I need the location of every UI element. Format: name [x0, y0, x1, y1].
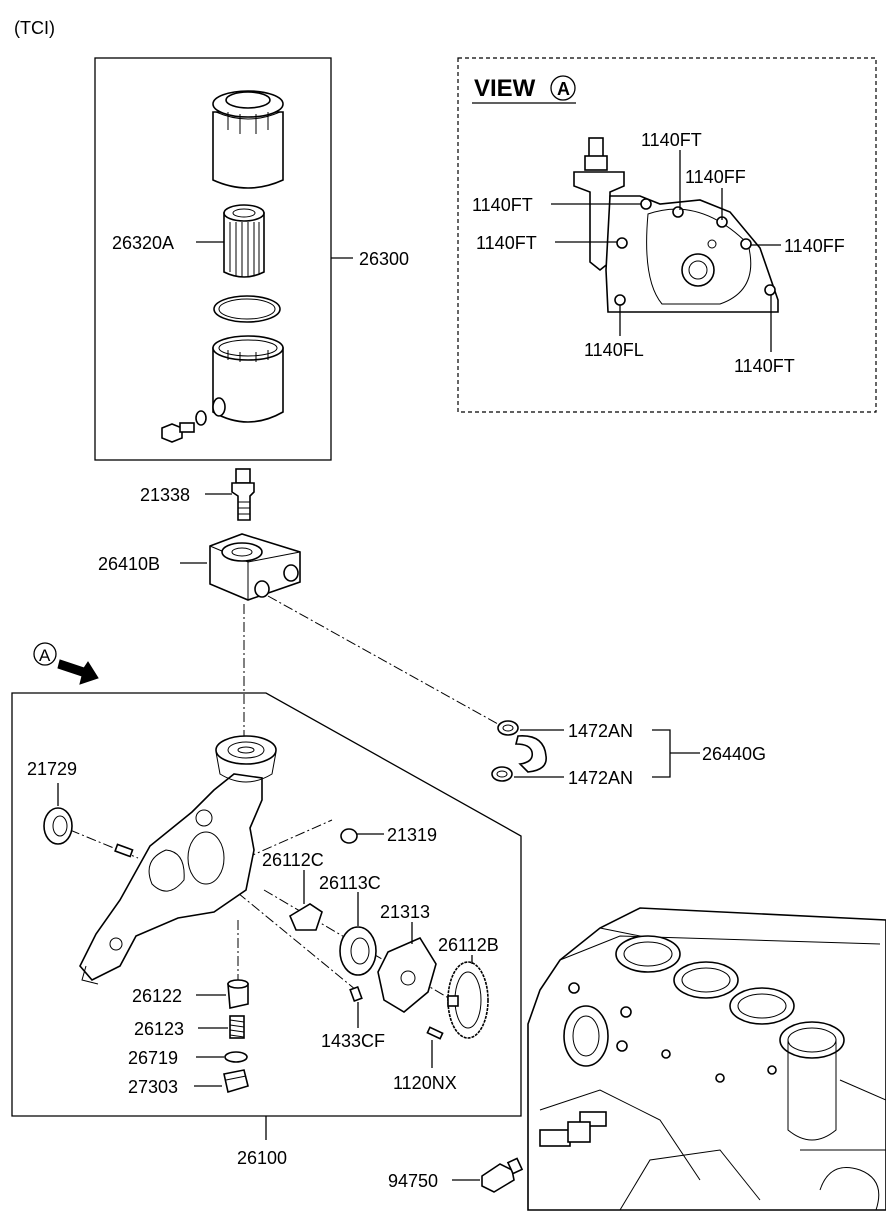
- view-a-arrow: A: [33, 642, 99, 685]
- label-1140FT-top: 1140FT: [641, 130, 702, 150]
- front-cover-drawing: [573, 137, 779, 313]
- view-a-panel: VIEW A 1140FT 1140FF 1140FT: [457, 57, 877, 413]
- label-1140FT-bottom: 1140FT: [734, 356, 795, 376]
- label-27303: 27303: [128, 1077, 178, 1097]
- label-26112B: 26112B: [438, 935, 499, 955]
- label-1433CF: 1433CF: [321, 1031, 385, 1051]
- label-1140FF-right: 1140FF: [784, 236, 845, 256]
- filter-cap: [212, 90, 284, 189]
- label-26123: 26123: [134, 1019, 184, 1039]
- filter-oring: [213, 295, 281, 323]
- oil-filter-box: [94, 57, 332, 461]
- rotor-26112C: 26112C: [262, 850, 324, 931]
- label-21338: 21338: [140, 485, 190, 505]
- label-94750: 94750: [388, 1171, 438, 1191]
- seal-21729: 21729: [27, 759, 134, 858]
- label-1140FT-left1: 1140FT: [472, 195, 533, 215]
- oil-pump-box: [11, 692, 522, 1117]
- label-1472AN-top: 1472AN: [568, 721, 633, 741]
- oring-21319: [340, 828, 358, 844]
- oil-cooler-26410B: 26410B: [98, 533, 301, 601]
- rotor-26113C: 26113C: [319, 873, 381, 976]
- label-1120NX: 1120NX: [393, 1073, 457, 1093]
- drain-bolt: [161, 410, 207, 443]
- view-a-arrow-marker: A: [39, 646, 51, 665]
- label-26112C: 26112C: [262, 850, 324, 870]
- label-21729: 21729: [27, 759, 77, 779]
- oil-filter-group: 26320A 26300: [94, 57, 409, 461]
- label-26410B: 26410B: [98, 554, 160, 574]
- view-a-box: [457, 57, 877, 413]
- filter-element: [223, 204, 265, 278]
- label-26320A: 26320A: [112, 233, 174, 253]
- view-a-title: VIEW: [474, 75, 536, 102]
- label-1140FL: 1140FL: [584, 340, 644, 360]
- gear-26112B: 26112B: [438, 935, 499, 1039]
- view-a-marker-circle: [550, 75, 576, 101]
- pin-1433CF: [349, 985, 363, 1003]
- label-26300: 26300: [359, 249, 409, 269]
- bolt-1120NX: [426, 1026, 444, 1040]
- oil-pump-body: [79, 735, 277, 985]
- cover-21313: 21313: [377, 902, 437, 1013]
- label-26113C: 26113C: [319, 873, 381, 893]
- view-a-marker: A: [557, 79, 570, 99]
- label-1140FF-top: 1140FF: [685, 167, 746, 187]
- filter-housing: [212, 335, 284, 423]
- label-26719: 26719: [128, 1048, 178, 1068]
- label-26122: 26122: [132, 986, 182, 1006]
- label-1140FT-left2: 1140FT: [476, 233, 537, 253]
- label-21319: 21319: [387, 825, 437, 845]
- fitting-21338: 21338: [140, 468, 255, 521]
- label-26440G: 26440G: [702, 744, 766, 764]
- label-26100: 26100: [237, 1148, 287, 1168]
- label-21313: 21313: [380, 902, 430, 922]
- label-1472AN-bottom: 1472AN: [568, 768, 633, 788]
- sensor-94750: 94750: [388, 1157, 524, 1193]
- hose-group: 1472AN 1472AN 26440G: [491, 720, 766, 788]
- variant-label: (TCI): [14, 18, 55, 38]
- relief-valve-stack: 26122 26123 26719 27303: [128, 979, 249, 1097]
- engine-block: [527, 907, 886, 1211]
